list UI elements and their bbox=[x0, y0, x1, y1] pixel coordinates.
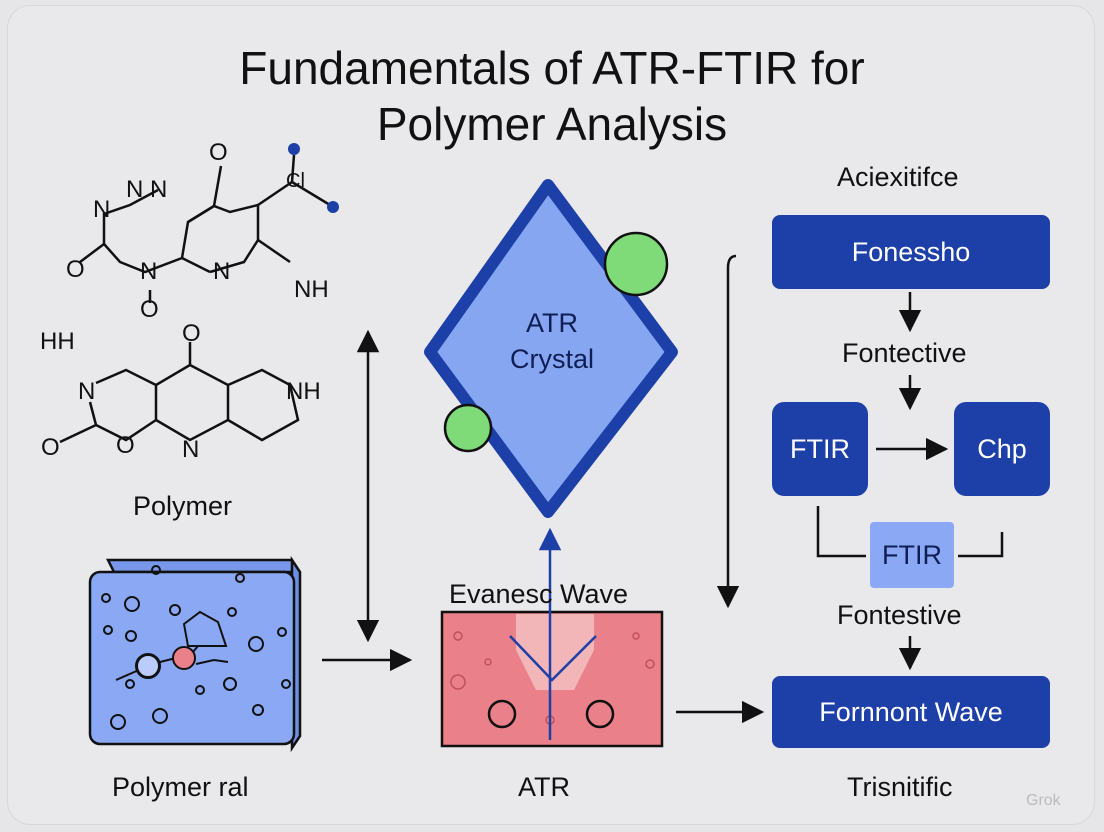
box-fonessho: Fonessho bbox=[772, 215, 1050, 289]
atr-crystal-line-2: Crystal bbox=[509, 344, 594, 374]
atom-label: N bbox=[93, 196, 111, 223]
atr-crystal-label: ATR Crystal bbox=[492, 305, 612, 377]
box-ftir: FTIR bbox=[772, 402, 868, 496]
atom-label: N bbox=[126, 176, 144, 203]
atom-label: N bbox=[150, 176, 168, 203]
atr-label: ATR bbox=[518, 772, 570, 802]
atom-label: N bbox=[140, 258, 158, 285]
atom-label: O bbox=[66, 256, 85, 283]
box-chp: Chp bbox=[954, 402, 1050, 496]
box-ftir-small: FTIR bbox=[870, 522, 954, 588]
bottom-molecule-bonds bbox=[59, 342, 300, 444]
atom-label: N bbox=[182, 436, 200, 463]
atom-label: O bbox=[182, 320, 201, 347]
box-fornnont-wave: Fornnont Wave bbox=[772, 676, 1050, 748]
polymer-block-label: Polymer ral bbox=[112, 772, 249, 802]
right-header: Aciexitifce bbox=[837, 162, 959, 192]
title-line-2: Polymer Analysis bbox=[376, 98, 728, 150]
atom-dot-top bbox=[288, 143, 300, 155]
fontective-label: Fontective bbox=[842, 338, 967, 368]
right-vertical-arrow bbox=[716, 254, 740, 609]
atom-label: O bbox=[41, 434, 60, 461]
green-dot-top bbox=[603, 231, 669, 297]
atom-label: O bbox=[116, 432, 135, 459]
atom-label: NH bbox=[294, 276, 329, 303]
fontestive-label: Fontestive bbox=[837, 600, 962, 630]
right-footer-label: Trisnitific bbox=[847, 772, 953, 802]
atom-label-dotted: Cl bbox=[286, 170, 305, 192]
atom-label: N bbox=[78, 378, 96, 405]
diagram-title: Fundamentals of ATR-FTIR for Polymer Ana… bbox=[0, 40, 1104, 152]
atom-label: HH bbox=[40, 328, 75, 355]
atom-label: N bbox=[213, 258, 231, 285]
top-molecule-bonds bbox=[79, 154, 331, 303]
green-dot-left bbox=[443, 403, 493, 453]
polymer-label: Polymer bbox=[133, 491, 233, 521]
atom-label: O bbox=[140, 296, 159, 323]
title-line-1: Fundamentals of ATR-FTIR for bbox=[239, 42, 865, 94]
evanescent-wave-label: Evanesc Wave bbox=[449, 579, 629, 609]
atom-dot-right bbox=[327, 201, 339, 213]
atr-crystal-line-1: ATR bbox=[526, 308, 578, 338]
grok-watermark: Grok bbox=[1026, 792, 1061, 809]
atom-label: NH bbox=[286, 378, 321, 405]
polymer-block-graphic bbox=[88, 555, 302, 753]
atom-label: O bbox=[209, 139, 228, 166]
